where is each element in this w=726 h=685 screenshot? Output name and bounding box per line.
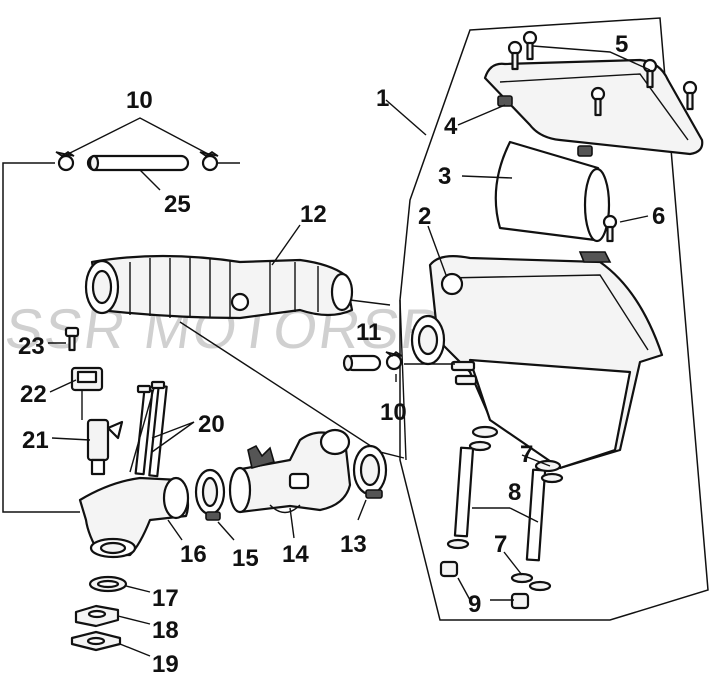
leader-line: [271, 224, 301, 266]
lid-screws: [507, 30, 698, 117]
leader-line: [385, 99, 427, 136]
leader-line: [357, 499, 367, 521]
callout-7a: 7: [520, 441, 533, 468]
leader-line: [509, 507, 539, 523]
leader-line: [125, 585, 151, 593]
fuel-injector-21: [86, 418, 124, 476]
callout-6: 6: [652, 203, 665, 230]
leader-line: [217, 521, 235, 541]
callout-1: 1: [376, 85, 389, 112]
callout-5: 5: [615, 31, 628, 58]
hose-clamp-10a-right: [199, 151, 219, 172]
callout-21: 21: [22, 427, 49, 454]
intake-hose: [84, 254, 354, 320]
leader-line: [503, 551, 523, 576]
nuts-9: [439, 560, 530, 610]
leader-line: [532, 45, 651, 71]
callout-23: 23: [18, 333, 45, 360]
callout-17: 17: [152, 585, 179, 612]
callout-8: 8: [508, 479, 521, 506]
gasket-17: [88, 575, 128, 593]
leader-line: [521, 454, 551, 467]
leader-line: [117, 615, 151, 625]
callout-11: 11: [356, 319, 381, 346]
leader-line: [457, 104, 506, 126]
mount-stud-8a: [453, 446, 475, 538]
gasket-19: [70, 630, 122, 652]
callout-20: 20: [198, 411, 225, 438]
hose-clamp-15: [194, 468, 226, 521]
grommets-7: [446, 425, 564, 592]
leader-line: [399, 299, 407, 461]
intake-manifold-16: [78, 476, 190, 559]
leader-line: [349, 299, 391, 306]
callout-10b: 10: [380, 399, 407, 426]
callout-2: 2: [418, 203, 431, 230]
leader-line: [619, 215, 649, 223]
airbox-housing: [428, 251, 664, 470]
intake-group-outline: [2, 162, 80, 513]
hose-clamp-13: [352, 444, 388, 499]
callout-4: 4: [444, 113, 458, 140]
injector-bracket-22: [70, 366, 104, 420]
callout-19: 19: [152, 651, 179, 678]
screw-6: [602, 214, 618, 243]
callout-9: 9: [468, 591, 481, 618]
leader-line: [167, 519, 183, 541]
airbox-lid: [483, 58, 704, 157]
callout-15: 15: [232, 545, 259, 572]
leader-line: [457, 577, 471, 601]
callout-10a: 10: [126, 87, 153, 114]
leader-line: [139, 169, 161, 191]
callout-14: 14: [282, 541, 309, 568]
leader-line: [49, 379, 77, 393]
callout-25: 25: [164, 191, 191, 218]
leader-line: [151, 421, 195, 453]
callout-3: 3: [438, 163, 451, 190]
air-filter-element: [494, 140, 611, 243]
callout-18: 18: [152, 617, 179, 644]
bolt-23: [64, 326, 80, 352]
manifold-bolts-20: [134, 380, 168, 478]
mount-stud-8b: [525, 468, 547, 562]
callout-16: 16: [180, 541, 207, 568]
intake-snorkel-ring: [410, 314, 446, 366]
airbox-group-outline: [399, 17, 709, 621]
leader-line: [65, 117, 211, 156]
breather-tube-11: [342, 354, 382, 372]
housing-bolts: [450, 360, 478, 386]
leader-line: [51, 437, 91, 441]
hose-clamp-10a-left: [55, 151, 75, 172]
leader-line: [289, 507, 295, 539]
leader-line: [427, 225, 447, 276]
callout-13: 13: [340, 531, 367, 558]
callout-7b: 7: [494, 531, 507, 558]
vent-hose-25: [86, 154, 190, 172]
leader-line: [119, 643, 151, 657]
insulator-18: [74, 604, 120, 628]
callout-22: 22: [20, 381, 47, 408]
throttle-body-14: [228, 428, 352, 514]
leader-line: [129, 387, 155, 473]
callout-12: 12: [300, 201, 327, 228]
leader-line: [461, 175, 513, 179]
hose-clamp-10b: [385, 350, 403, 371]
